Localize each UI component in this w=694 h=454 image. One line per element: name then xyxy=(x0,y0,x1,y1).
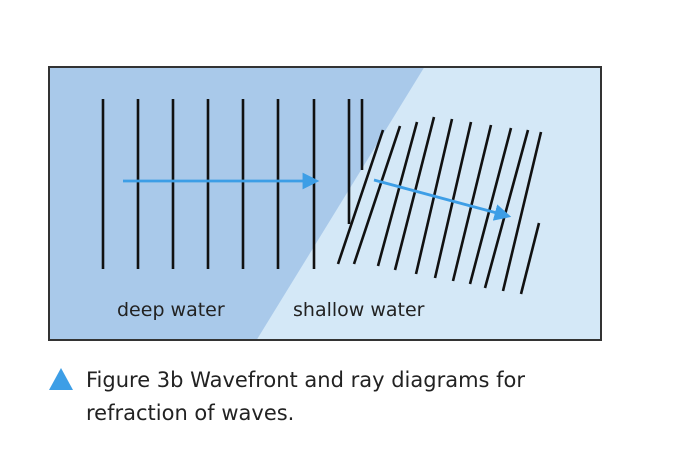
deep-water-label: deep water xyxy=(117,299,225,321)
refracted-ray-arrow xyxy=(373,178,512,221)
shallow-wavefront xyxy=(519,222,541,295)
triangle-up-icon xyxy=(49,368,73,390)
shallow-water-region xyxy=(256,66,602,341)
deep-wavefronts xyxy=(101,99,364,269)
diagram-border xyxy=(48,66,602,341)
refraction-diagram: deep water shallow water xyxy=(48,66,602,341)
shallow-wavefront xyxy=(336,129,385,265)
caption-line-1: Figure 3b Wavefront and ray diagrams for xyxy=(86,368,526,392)
shallow-water-label: shallow water xyxy=(293,299,425,321)
caption-line-2: refraction of waves. xyxy=(86,401,295,425)
shallow-wavefront xyxy=(451,124,493,282)
diagram-canvas xyxy=(48,66,602,341)
shallow-wavefront xyxy=(376,121,419,267)
shallow-wavefront xyxy=(352,125,402,265)
shallow-wavefront xyxy=(393,116,436,271)
shallow-wavefront xyxy=(468,127,513,285)
shallow-wavefront xyxy=(501,131,543,292)
